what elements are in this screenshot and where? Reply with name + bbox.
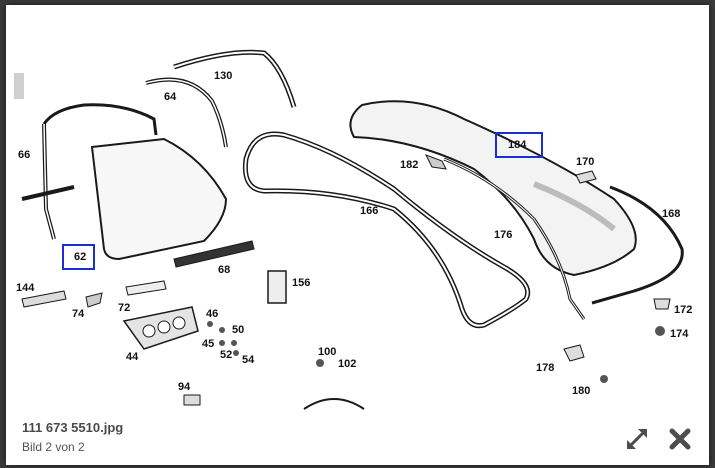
label-178: 178 — [536, 362, 554, 374]
part-74 — [85, 292, 103, 308]
label-52: 52 — [220, 349, 232, 361]
label-144: 144 — [16, 282, 35, 294]
highlight-box-184 — [495, 132, 543, 158]
part-68-strip — [173, 240, 255, 268]
image-lightbox: 8 130 64 66 62 68 156 144 74 72 46 50 45… — [6, 5, 709, 465]
label-50: 50 — [232, 324, 244, 336]
part-178 — [563, 344, 585, 362]
label-174: 174 — [670, 328, 689, 340]
label-180: 180 — [572, 385, 590, 397]
image-filename: 111 673 5510.jpg — [22, 420, 124, 435]
previous-image-edge[interactable] — [14, 73, 24, 99]
expand-arrows-icon — [627, 429, 647, 449]
label-45: 45 — [202, 338, 214, 350]
part-170-piece — [575, 170, 597, 184]
highlight-box-62 — [62, 244, 95, 270]
parts-diagram: 8 130 64 66 62 68 156 144 74 72 46 50 45… — [16, 49, 692, 410]
label-176: 176 — [494, 229, 512, 241]
part-94 — [183, 394, 201, 406]
label-172: 172 — [674, 304, 692, 316]
image-counter: Bild 2 von 2 — [22, 440, 85, 454]
part-156 — [267, 270, 287, 304]
part-64-rail — [145, 77, 228, 148]
part-130-rail — [173, 49, 297, 108]
label-156: 156 — [292, 277, 310, 289]
part-62-side-glass — [90, 137, 228, 261]
part-174 — [655, 326, 665, 336]
part-182-clip — [424, 154, 447, 170]
label-54: 54 — [242, 354, 255, 366]
part-66-frame — [42, 103, 158, 136]
part-180 — [600, 375, 608, 383]
label-170: 170 — [576, 156, 594, 168]
part-172 — [653, 298, 671, 310]
fullscreen-button[interactable] — [623, 425, 651, 453]
part-168-trim — [591, 185, 684, 305]
label-62: 62 — [74, 251, 86, 263]
image-caption: 111 673 5510.jpg Bild 2 von 2 — [22, 419, 582, 455]
label-74: 74 — [72, 308, 85, 320]
parts-diagram-image: 8 130 64 66 62 68 156 144 74 72 46 50 45… — [14, 9, 702, 412]
label-68: 68 — [218, 264, 230, 276]
part-184-rear-glass — [349, 100, 637, 277]
label-168: 168 — [662, 208, 680, 220]
label-94: 94 — [178, 381, 191, 393]
label-130: 130 — [214, 70, 232, 82]
label-100: 100 — [318, 346, 336, 358]
part-144 — [21, 290, 67, 308]
label-64: 64 — [164, 91, 177, 103]
label-182: 182 — [400, 159, 418, 171]
close-button[interactable] — [666, 425, 694, 453]
label-184: 184 — [508, 139, 527, 151]
label-102: 102 — [338, 358, 356, 370]
close-icon — [669, 428, 691, 450]
part-72 — [125, 280, 167, 296]
label-66: 66 — [18, 149, 30, 161]
label-72: 72 — [118, 302, 130, 314]
label-44: 44 — [126, 351, 139, 363]
label-166: 166 — [360, 205, 378, 217]
part-100 — [316, 359, 324, 367]
label-46: 46 — [206, 308, 218, 320]
